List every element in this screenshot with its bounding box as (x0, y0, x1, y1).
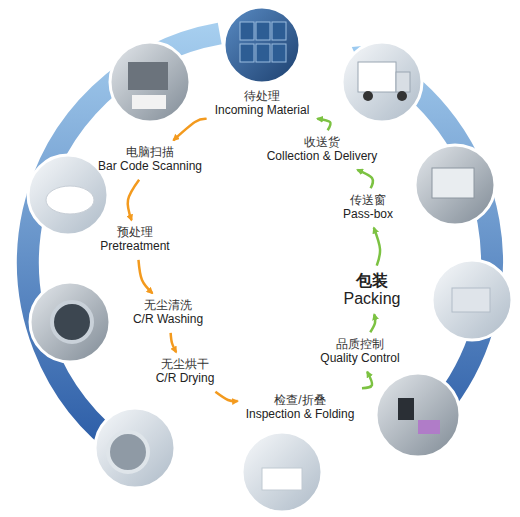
step-label: 品质控制Quality Control (316, 336, 403, 368)
step-label: 预处理Pretreatment (96, 224, 173, 256)
photo-truck (342, 42, 422, 122)
photo-detail (132, 95, 166, 109)
step-label: 无尘清洗C/R Washing (129, 297, 207, 329)
chinese-label: 预处理 (100, 226, 169, 240)
chinese-label: 品质控制 (320, 338, 399, 352)
flow-arrow (128, 180, 139, 220)
flow-arrow (171, 333, 176, 352)
flow-arrow (374, 228, 380, 266)
photo-detail (240, 22, 254, 40)
english-label: Collection & Delivery (267, 150, 378, 164)
chinese-label: 无尘清洗 (133, 299, 203, 313)
photo-detail (432, 168, 474, 198)
photo-detail (418, 420, 440, 434)
photo-packing (432, 260, 512, 340)
photo-quality (376, 373, 460, 457)
chinese-label: 传送窗 (343, 194, 393, 208)
flow-arrow (138, 260, 152, 293)
english-label: C/R Drying (156, 372, 215, 386)
flow-arrow (173, 119, 206, 140)
english-label: Bar Code Scanning (98, 160, 202, 174)
photo-inspection (242, 432, 322, 512)
step-label: 待处理Incoming Material (211, 88, 314, 120)
photo-detail (358, 62, 396, 92)
english-label: Incoming Material (215, 104, 310, 118)
step-label: 检查/折叠Inspection & Folding (242, 392, 359, 424)
english-label: Quality Control (320, 352, 399, 366)
cycle-ring-arrow (28, 34, 220, 453)
english-label: Inspection & Folding (246, 408, 355, 422)
photo-detail (240, 44, 254, 62)
chinese-label: 收送货 (267, 136, 378, 150)
step-label: 无尘烘干C/R Drying (152, 356, 219, 388)
photo-detail (272, 22, 286, 40)
english-label: Packing (344, 290, 401, 308)
step-label: 传送窗Pass-box (339, 192, 397, 224)
chinese-label: 电脑扫描 (98, 146, 202, 160)
photo-detail (398, 398, 414, 420)
photo-detail (256, 22, 270, 40)
photo-detail (52, 302, 92, 342)
step-label: 包装Packing (340, 270, 405, 311)
chinese-label: 检查/折叠 (246, 394, 355, 408)
photo-pretreatment (28, 155, 108, 235)
photo-lockers (224, 7, 300, 83)
photo-detail (452, 288, 490, 312)
photo-detail (46, 186, 94, 214)
photo-detail (396, 72, 410, 92)
english-label: Pass-box (343, 208, 393, 222)
photo-pass-box (415, 145, 495, 225)
photo-detail (128, 62, 168, 90)
photo-dryer (95, 408, 175, 488)
flow-arrow (370, 314, 375, 332)
english-label: Pretreatment (100, 240, 169, 254)
photo-detail (397, 91, 407, 101)
chinese-label: 待处理 (215, 90, 310, 104)
photo-washer (30, 282, 110, 362)
photo-scanner (110, 42, 190, 122)
step-label: 电脑扫描Bar Code Scanning (94, 144, 206, 176)
flow-arrow (362, 372, 372, 388)
flow-arrow (357, 170, 373, 188)
photo-detail (272, 44, 286, 62)
photo-detail (363, 91, 373, 101)
step-label: 收送货Collection & Delivery (263, 134, 382, 166)
chinese-label: 无尘烘干 (156, 358, 215, 372)
photo-detail (262, 468, 302, 490)
english-label: C/R Washing (133, 313, 203, 327)
flow-arrow (317, 119, 330, 131)
chinese-label: 包装 (344, 272, 401, 290)
photo-detail (256, 44, 270, 62)
flow-arrow (215, 392, 237, 401)
photo-detail (108, 432, 148, 472)
